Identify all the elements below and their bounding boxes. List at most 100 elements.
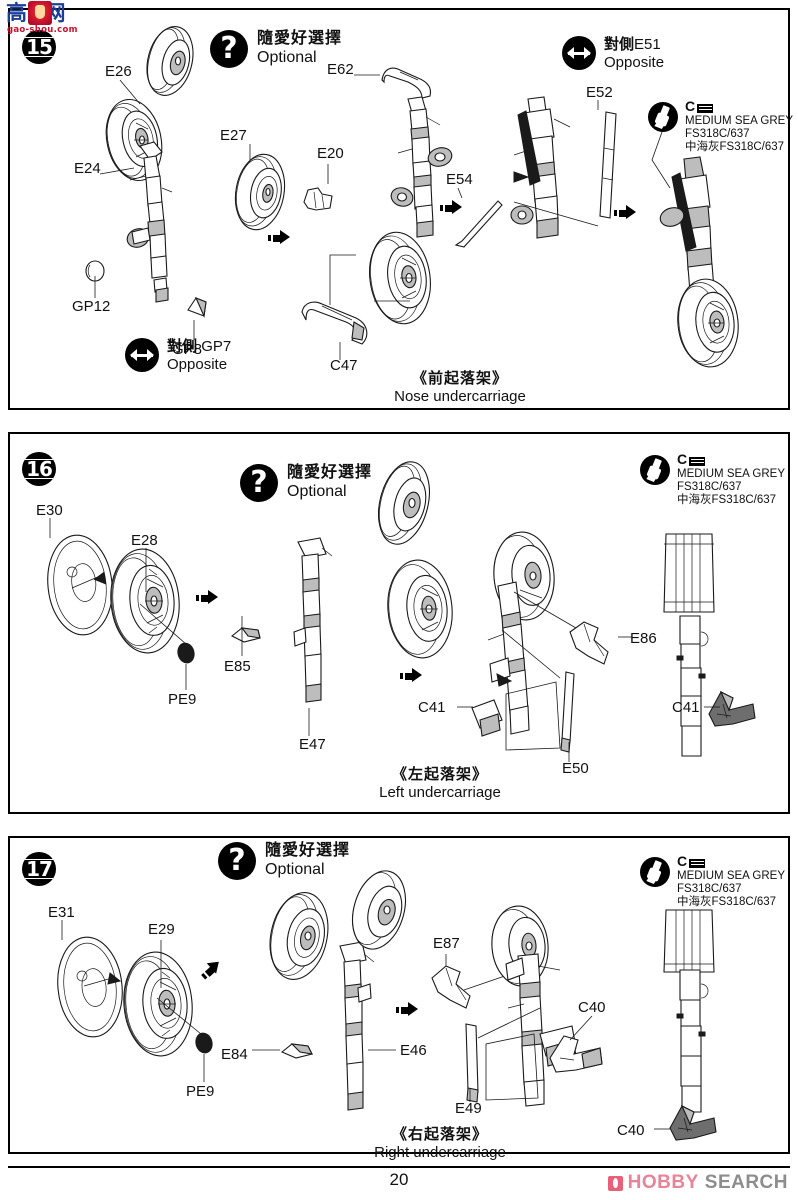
brand-name-first: HOBBY [627,1172,699,1193]
part-label-c40-mid: C40 [578,999,606,1016]
part-label-e20: E20 [317,145,344,162]
watermark-char-left: 高 [6,1,29,25]
caption-en-15: Nose undercarriage [394,388,526,405]
paint-brush-icon [640,455,670,485]
part-label-e47: E47 [299,736,326,753]
part-label-e62: E62 [327,61,354,78]
part-illustration-nose-gear-assembly [378,95,464,285]
optional-marker-15: ? 隨愛好選擇 Optional [210,30,342,68]
paint-code: C [685,98,696,114]
part-illustration-e24-strut [110,140,200,315]
leader-line-e54 [452,186,468,202]
caption-cn-15: 《前起落架》 [411,370,508,387]
paint-swatch-icon [689,457,706,466]
opposite-label-en: Opposite [167,356,228,373]
leader-line-c41-right [702,700,724,714]
leader-line-e26 [118,78,148,108]
question-mark-icon: ? [240,464,278,502]
optional-label-en: Optional [265,861,325,878]
part-illustration-gp8 [182,292,212,322]
part-illustration-pe9-16 [174,640,198,666]
part-label-e54: E54 [446,171,473,188]
part-label-c47: C47 [330,357,358,374]
paint-name-en: MEDIUM SEA GREY [677,870,785,882]
caption-cn-17: 《右起落架》 [391,1126,488,1143]
leader-line-c40-right [652,1122,674,1136]
optional-label-cn: 隨愛好選擇 [257,30,343,47]
optional-label-cn: 隨愛好選擇 [287,464,373,481]
step-number-badge-17: 17 [22,852,56,886]
leader-line-e87 [440,952,456,970]
leader-line-e52-to-assembly [512,196,602,232]
part-label-e50: E50 [562,760,589,777]
part-illustration-e31 [42,932,138,1042]
leader-line-e27 [238,142,266,166]
leader-line-e31 [56,918,72,944]
leader-line-e85 [236,614,252,660]
opposite-prefix-cn: 對側 [604,36,635,53]
paint-fs-code: FS318C/637 [677,481,742,493]
part-label-e84: E84 [221,1046,248,1063]
step-arrow-16b [400,668,422,683]
paint-name-cn: 中海灰FS318C/637 [677,494,777,506]
part-illustration-e27-wheel [222,150,298,234]
leader-line-e62 [352,68,384,82]
part-illustration-e84 [278,1038,318,1064]
part-illustration-right-strut-16 [672,614,714,770]
leader-line-c40-mid [566,1014,602,1044]
step-number-badge-15: 15 [22,30,56,64]
assembly-arrow-16 [495,672,515,688]
leader-line-e50 [563,740,579,766]
part-illustration-nose-gear-detail [500,95,600,295]
opposite-marker-e51: 對側E51 Opposite [562,36,664,72]
part-illustration-c47 [296,298,374,350]
optional-label-en: Optional [257,49,317,66]
optional-marker-16: ? 隨愛好選擇 Optional [240,464,372,502]
part-illustration-optional-tire-16 [366,458,442,548]
part-label-c41-mid: C41 [418,699,446,716]
watermark-seal-icon [28,1,52,25]
part-illustration-e46-strut [328,940,378,1140]
hobby-search-logo: HOBBY SEARCH [607,1172,788,1194]
leader-line-gp8 [188,318,202,344]
part-label-e52: E52 [586,84,613,101]
brand-name-second: SEARCH [704,1172,788,1193]
part-label-e26: E26 [105,63,132,80]
part-illustration-optional-tire-17a [256,888,342,984]
part-label-e85: E85 [224,658,251,675]
part-illustration-e54-rod [452,195,508,255]
part-illustration-e29-wheel [108,948,208,1060]
part-label-e24: E24 [74,160,101,177]
part-illustration-pe9-17 [192,1030,216,1056]
part-illustration-left-gear-assembly [468,530,598,780]
paint-code: C [677,853,688,869]
step-arrow-17b [396,1002,418,1017]
leader-line-e30 [44,516,60,542]
part-label-e86: E86 [630,630,657,647]
opposite-label-en: Opposite [604,54,665,71]
part-illustration-gear-door-17 [480,1030,558,1108]
paint-name-en: MEDIUM SEA GREY [677,468,785,480]
part-label-c41-right: C41 [672,699,700,716]
paint-name-cn: 中海灰FS318C/637 [677,896,777,908]
leader-line-e46 [366,1042,400,1056]
page-number: 20 [389,1170,409,1189]
footer-divider [8,1166,790,1168]
paint-callout-16: C MEDIUM SEA GREY FS318C/637 中海灰FS318C/6… [640,452,785,507]
assembly-arrow-e51 [512,170,532,184]
part-label-gp8: GP8 [172,341,203,358]
part-illustration-e20 [298,182,338,216]
paint-fs-code: FS318C/637 [685,128,750,140]
part-label-e31: E31 [48,904,75,921]
part-illustration-e50-rod [552,668,586,756]
part-illustration-e28-wheel [95,545,195,657]
leader-line-e47 [303,706,319,740]
part-illustration-c40-mid [546,1028,606,1076]
part-label-e30: E30 [36,502,63,519]
part-label-gp12: GP12 [72,298,111,315]
part-illustration-e86 [564,618,620,672]
leader-line-e86-attach [512,590,582,634]
part-illustration-right-tire-17 [656,909,722,980]
part-label-e49: E49 [455,1100,482,1117]
assembly-guide-lines-15 [300,235,450,315]
